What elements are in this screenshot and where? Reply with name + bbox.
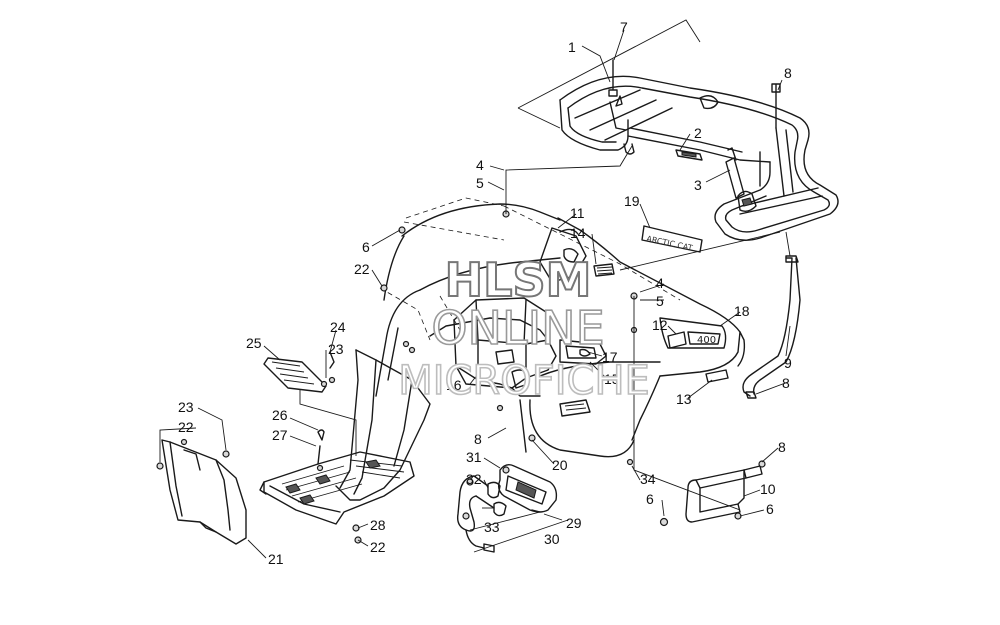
callout-numbers: 1 2 3 4 5 6 7 8 9 10 11 12 13 14 15 16 1… bbox=[178, 19, 792, 567]
callout-23-left: 23 bbox=[178, 399, 194, 415]
callout-24: 24 bbox=[330, 319, 346, 335]
callout-6-bracket-right: 6 bbox=[766, 501, 774, 517]
callout-34: 34 bbox=[640, 471, 656, 487]
callout-19: 19 bbox=[624, 193, 640, 209]
callout-22-left: 22 bbox=[178, 419, 194, 435]
callout-22-lower: 22 bbox=[370, 539, 386, 555]
callout-32: 32 bbox=[466, 471, 482, 487]
callout-leaders bbox=[159, 29, 791, 559]
callout-8-lower: 8 bbox=[782, 375, 790, 391]
callout-8-fender: 8 bbox=[474, 431, 482, 447]
footwell-panels bbox=[156, 349, 431, 545]
callout-1: 1 bbox=[568, 39, 576, 55]
callout-3: 3 bbox=[694, 177, 702, 193]
callout-20: 20 bbox=[552, 457, 568, 473]
callout-2: 2 bbox=[694, 125, 702, 141]
callout-5: 5 bbox=[476, 175, 484, 191]
callout-5-right: 5 bbox=[656, 293, 664, 309]
model-decal-text: 400 bbox=[697, 335, 716, 346]
callout-8-top: 8 bbox=[784, 65, 792, 81]
hitch-bracket bbox=[659, 460, 766, 527]
callout-26: 26 bbox=[272, 407, 288, 423]
callout-7: 7 bbox=[620, 19, 628, 35]
callout-31: 31 bbox=[466, 449, 482, 465]
callout-4-right: 4 bbox=[656, 275, 664, 291]
callout-21: 21 bbox=[268, 551, 284, 567]
footwell-treads bbox=[281, 459, 405, 505]
callout-14: 14 bbox=[570, 225, 586, 241]
callout-9: 9 bbox=[784, 355, 792, 371]
callout-11: 11 bbox=[570, 205, 585, 221]
callout-16: 16 bbox=[446, 377, 462, 393]
brand-decal-text: ARCTIC CAT bbox=[646, 234, 694, 253]
tail-light-assembly bbox=[456, 463, 569, 553]
callout-33: 33 bbox=[484, 519, 500, 535]
callout-12: 12 bbox=[652, 317, 668, 333]
watermark-line1: HLSM bbox=[445, 253, 592, 307]
callout-25: 25 bbox=[246, 335, 262, 351]
callout-6-bracket-left: 6 bbox=[646, 491, 654, 507]
rear-fender: 400 ARCTIC CAT bbox=[328, 145, 781, 511]
callout-8-bracket: 8 bbox=[778, 439, 786, 455]
callout-15: 15 bbox=[604, 371, 620, 387]
callout-28: 28 bbox=[370, 517, 386, 533]
callout-13: 13 bbox=[676, 391, 692, 407]
rear-rack bbox=[517, 19, 839, 399]
callout-10: 10 bbox=[760, 481, 776, 497]
watermark-line2: ONLINE bbox=[431, 301, 604, 355]
callout-4: 4 bbox=[476, 157, 484, 173]
callout-22-upper: 22 bbox=[354, 261, 370, 277]
watermark-line3: MICROFICHE bbox=[398, 358, 650, 404]
callout-23-upper: 23 bbox=[328, 341, 344, 357]
callout-27: 27 bbox=[272, 427, 288, 443]
callout-29: 29 bbox=[566, 515, 582, 531]
watermark: HLSM ONLINE MICROFICHE bbox=[397, 252, 650, 405]
callout-30: 30 bbox=[544, 531, 560, 547]
callout-17: 17 bbox=[602, 349, 618, 365]
callout-6: 6 bbox=[362, 239, 370, 255]
callout-18: 18 bbox=[734, 303, 750, 319]
